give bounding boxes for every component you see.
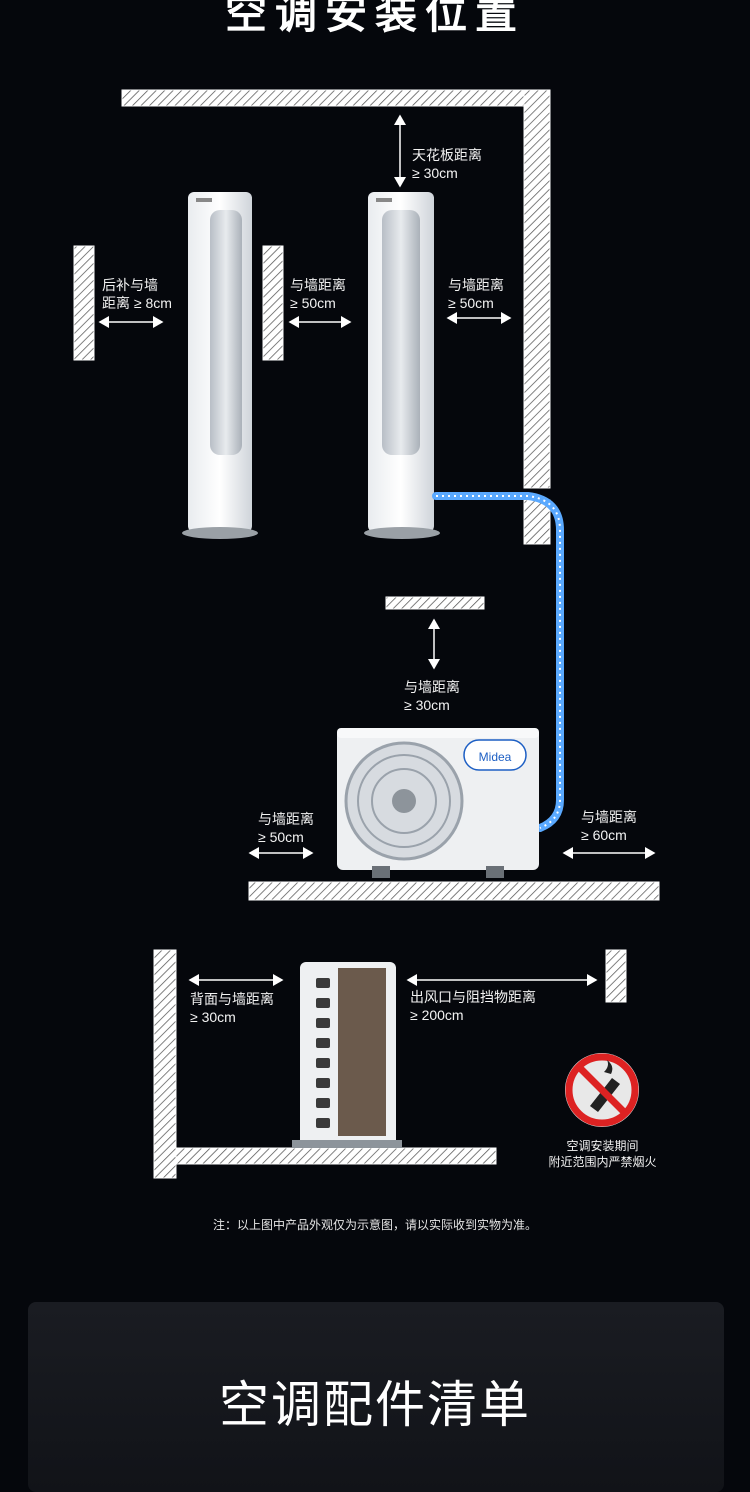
indoor-tower-unit-left xyxy=(182,192,258,539)
side-back-wall xyxy=(153,949,177,1179)
right-room-wall xyxy=(523,89,551,545)
label-outdoor-top: 与墙距离 ≥ 30cm xyxy=(404,679,460,713)
outdoor-top-wall xyxy=(385,596,485,610)
back-wall-left xyxy=(73,245,95,361)
label-behind-wall: 后补与墙 距离 ≥ 8cm xyxy=(102,277,172,311)
label-outdoor-right: 与墙距离 ≥ 60cm xyxy=(581,809,637,843)
side-wall-middle xyxy=(262,245,284,361)
brand-logo: Midea xyxy=(479,750,512,764)
label-back-wall: 背面与墙距离 ≥ 30cm xyxy=(190,991,274,1025)
accessories-title: 空调配件清单 xyxy=(219,1377,531,1433)
label-side-wall-middle: 与墙距离 ≥ 50cm xyxy=(290,277,346,311)
section-title: 空调安装位置 xyxy=(224,0,525,37)
accessories-panel xyxy=(28,1302,724,1492)
indoor-tower-unit-right xyxy=(364,192,440,539)
side-obstacle-wall xyxy=(605,949,627,1003)
fire-warning-text: 空调安装期间 附近范围内严禁烟火 xyxy=(548,1139,657,1169)
label-side-wall-right: 与墙距离 ≥ 50cm xyxy=(448,277,504,311)
label-outlet: 出风口与阻挡物距离 ≥ 200cm xyxy=(410,989,536,1023)
outdoor-floor xyxy=(248,881,660,901)
installation-diagram: Midea xyxy=(73,89,660,1179)
no-fire-icon xyxy=(565,1053,639,1127)
disclaimer-note: 注：以上图中产品外观仅为示意图，请以实际收到实物为准。 xyxy=(212,1218,537,1232)
outdoor-unit-front xyxy=(337,728,539,878)
label-outdoor-left: 与墙距离 ≥ 50cm xyxy=(258,811,314,845)
outdoor-unit-side xyxy=(292,962,402,1148)
label-ceiling: 天花板距离 ≥ 30cm xyxy=(412,147,482,181)
ceiling-wall xyxy=(121,89,551,107)
side-floor xyxy=(175,1147,497,1165)
